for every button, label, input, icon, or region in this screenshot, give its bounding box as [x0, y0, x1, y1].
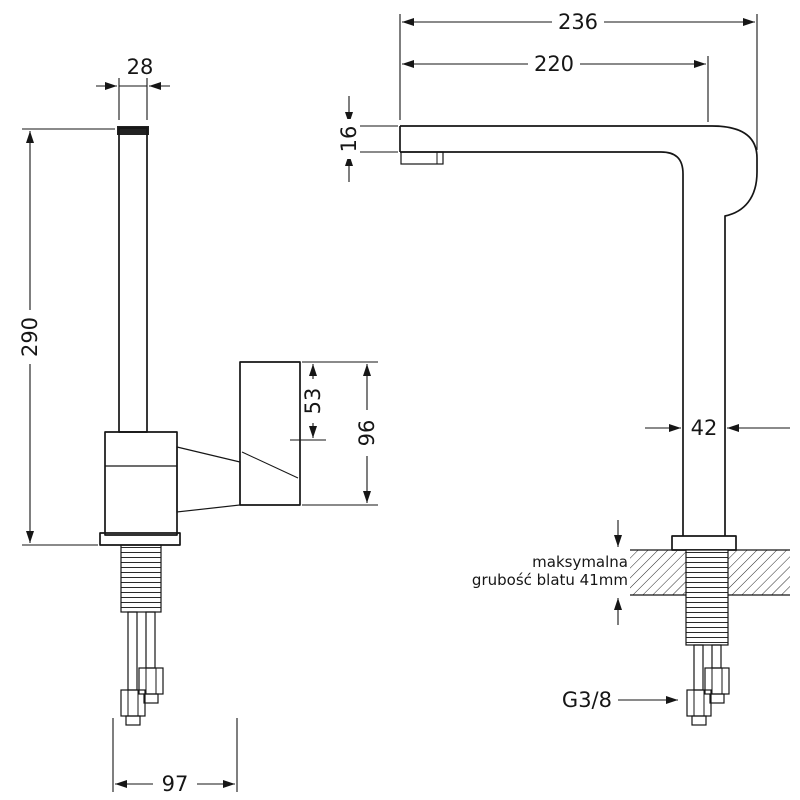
hose-connector [120, 689, 146, 726]
handle-paddle [239, 361, 301, 506]
label-backing [19, 310, 41, 364]
label-backing [528, 53, 580, 75]
dimension-handle-height: 53 [290, 361, 378, 441]
mounting-thread [120, 544, 162, 613]
dim-handle-height-label: 53 [301, 388, 325, 415]
hose-connector [686, 689, 712, 726]
supply-hose [145, 611, 156, 669]
right-view [399, 125, 790, 726]
dim-spout-thickness-label: 16 [337, 126, 361, 153]
mounting-thread [685, 549, 729, 646]
label-backing [153, 773, 197, 795]
thread-spec-callout: G3/8 [562, 688, 678, 712]
left-view [99, 126, 301, 726]
handle-connector [176, 446, 241, 513]
dimension-body-width: 42 [645, 416, 790, 440]
hose-connector [704, 667, 730, 704]
dimension-lever-width: 28 [96, 55, 170, 120]
counter-note-line2: grubość blatu 41mm [472, 571, 628, 589]
dim-handle-total-height-label: 96 [355, 420, 379, 447]
label-backing [338, 119, 360, 159]
dim-total-height-label: 290 [18, 317, 42, 357]
aerator [400, 151, 444, 165]
dim-base-offset-label: 97 [162, 772, 189, 796]
label-backing [302, 379, 324, 423]
faucet-body [104, 431, 178, 536]
dim-spout-reach-label: 220 [534, 52, 574, 76]
supply-hose [711, 644, 722, 669]
dimension-base-offset: 97 [112, 718, 238, 796]
countertop-thickness-note: maksymalna grubość blatu 41mm [472, 520, 628, 625]
connector-tip [691, 715, 707, 726]
dimension-spout-reach: 220 [402, 52, 709, 122]
hose-connector [138, 667, 164, 704]
dimension-total-reach: 236 [399, 10, 758, 150]
connector-tip [709, 693, 725, 704]
thread-spec-label: G3/8 [562, 688, 612, 712]
counter-note-line1: maksymalna [532, 553, 628, 571]
dimension-spout-thickness: 16 [337, 96, 398, 182]
dim-body-width-label: 42 [691, 416, 718, 440]
supply-hose [693, 644, 704, 691]
dim-total-reach-label: 236 [558, 10, 598, 34]
handle-pivot-line [241, 451, 299, 479]
lever-cap [117, 126, 149, 135]
spout-inner-profile [400, 151, 684, 536]
connector-tip [125, 715, 141, 726]
label-backing [552, 11, 604, 33]
dimension-total-height: 290 [18, 128, 115, 546]
supply-hose [127, 611, 138, 691]
connector-tip [143, 693, 159, 704]
riser-flange [671, 535, 737, 551]
dimension-handle-total-height: 96 [302, 364, 379, 506]
dim-lever-width-label: 28 [127, 55, 154, 79]
lever-handle [118, 127, 148, 433]
spout-outer-profile [400, 125, 758, 536]
label-backing [356, 410, 378, 456]
